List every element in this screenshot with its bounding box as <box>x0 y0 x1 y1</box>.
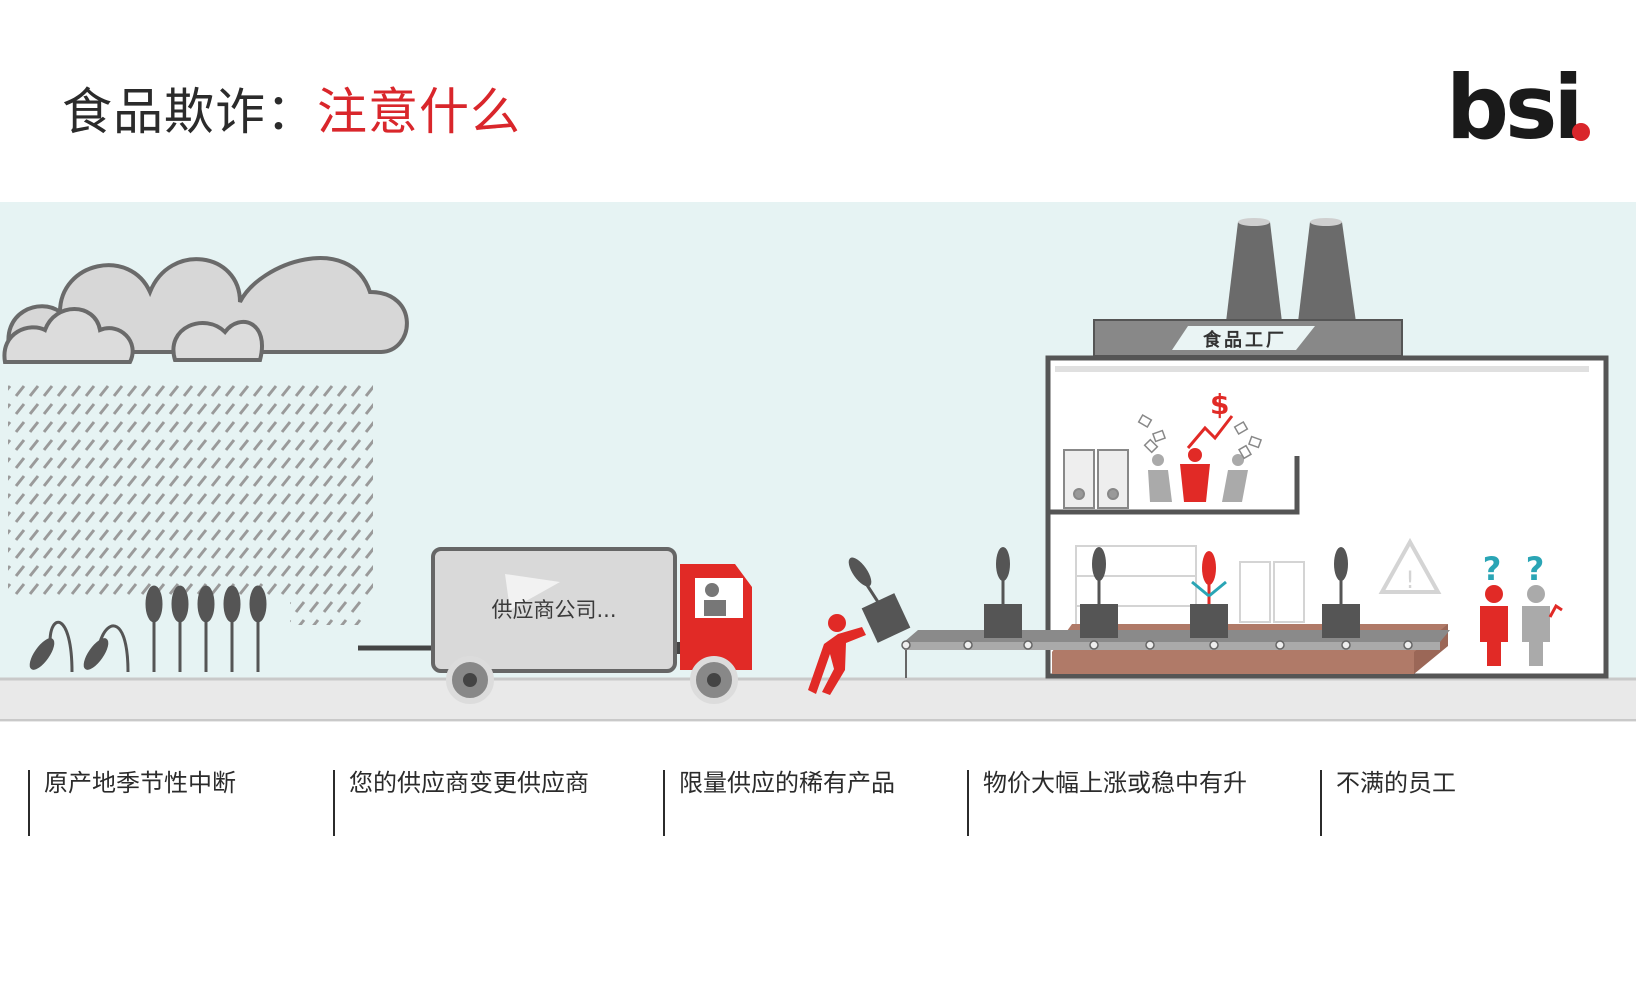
truck-cargo-box <box>431 547 677 673</box>
supply-chain-illustration: 供应商公司... 食品工厂 <box>0 202 1636 722</box>
title-prefix: 食品欺诈： <box>62 83 317 141</box>
page-title: 食品欺诈：注意什么 <box>62 72 521 144</box>
bsi-logo: bsi <box>1446 56 1590 150</box>
office-meeting: $ <box>1137 388 1263 502</box>
background-shelves <box>1075 545 1305 637</box>
product-crates <box>984 547 1360 638</box>
caption-supplier-change: 您的供应商变更供应商 <box>333 770 589 836</box>
logo-dot <box>1572 123 1590 141</box>
filing-cabinets <box>1063 449 1129 509</box>
svg-text:?: ? <box>1526 550 1545 588</box>
dissatisfied-employees: ? ? <box>1480 550 1563 666</box>
title-accent: 注意什么 <box>317 83 521 141</box>
caption-dissatisfied-employees: 不满的员工 <box>1320 770 1456 836</box>
rain <box>8 380 373 625</box>
svg-text:!: ! <box>1405 566 1415 594</box>
caption-rare-products: 限量供应的稀有产品 <box>663 770 895 836</box>
warning-sign-icon: ! <box>1378 537 1442 594</box>
wheat-crops <box>29 585 267 673</box>
caption-price-increase: 物价大幅上涨或稳中有升 <box>967 770 1247 836</box>
logo-text: bsi <box>1446 56 1580 150</box>
truck-label: 供应商公司... <box>491 598 616 622</box>
svg-text:?: ? <box>1483 550 1502 588</box>
supplier-truck: 供应商公司... <box>358 547 752 704</box>
factory-label: 食品工厂 <box>1202 329 1287 351</box>
svg-text:$: $ <box>1210 388 1229 421</box>
office-floor <box>1048 456 1300 515</box>
worker-carrying-crate <box>808 557 911 695</box>
storm-clouds <box>2 256 409 364</box>
chimney-right <box>1298 222 1356 322</box>
food-factory: 食品工厂 $ <box>901 218 1609 679</box>
caption-seasonal-disruption: 原产地季节性中断 <box>28 770 236 836</box>
chimney-left <box>1226 222 1282 322</box>
